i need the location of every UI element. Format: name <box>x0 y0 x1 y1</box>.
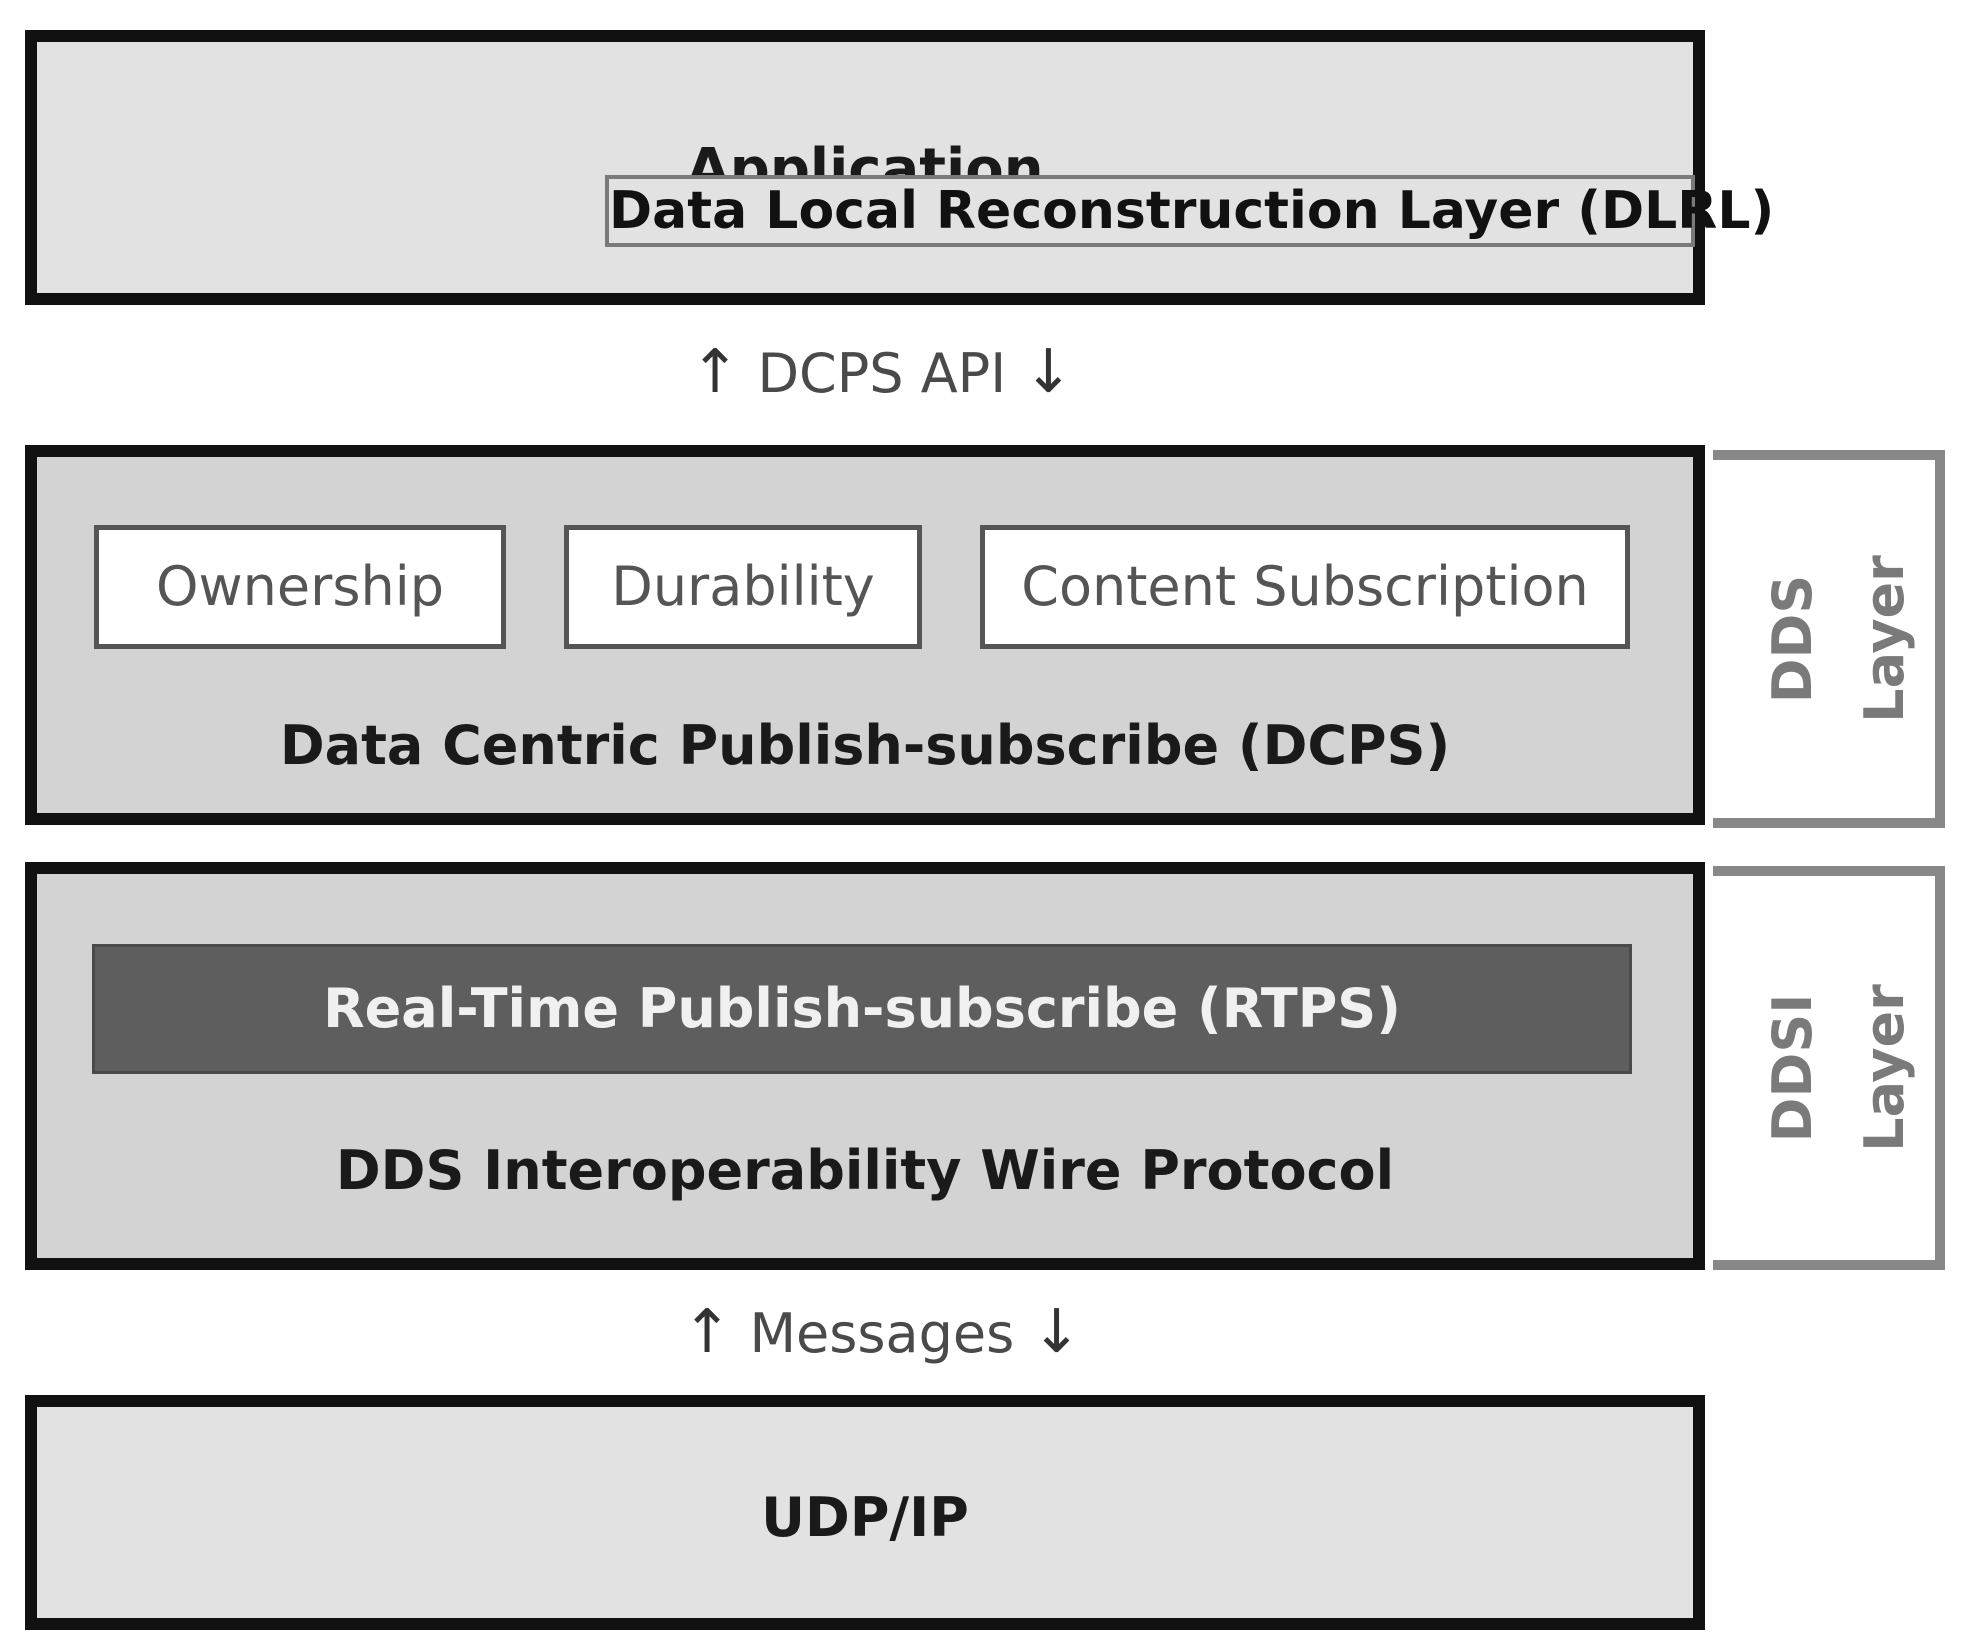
dcps-layer: Ownership Durability Content Subscriptio… <box>25 445 1705 825</box>
application-layer: Application <box>25 30 1705 305</box>
rtps-bar: Real-Time Publish-subscribe (RTPS) <box>92 944 1632 1074</box>
ddsi-side-label-layer: Layer <box>1853 984 1916 1152</box>
dlrl-box: Data Local Reconstruction Layer (DLRL) <box>605 175 1774 247</box>
dcps-api-label: DCPS API <box>757 342 1007 405</box>
dds-layer-bracket: DDS Layer <box>1713 450 1945 828</box>
udp-ip-title: UDP/IP <box>761 1486 969 1549</box>
ddsi-layer: Real-Time Publish-subscribe (RTPS) DDS I… <box>25 862 1705 1270</box>
dds-side-label: DDS <box>1761 574 1824 704</box>
up-arrow-icon: ↑ <box>690 337 741 407</box>
messages-label: Messages <box>749 1302 1015 1365</box>
messages-interface: ↑ Messages ↓ <box>682 1302 1082 1362</box>
ddsi-layer-bracket: DDSI Layer <box>1713 866 1945 1270</box>
ownership-box: Ownership <box>94 525 506 649</box>
udp-ip-layer: UDP/IP <box>25 1395 1705 1630</box>
down-arrow-icon: ↓ <box>1023 337 1074 407</box>
up-arrow-icon: ↑ <box>682 1297 733 1367</box>
ddsi-title: DDS Interoperability Wire Protocol <box>335 1139 1395 1202</box>
ddsi-side-label: DDSI <box>1761 993 1824 1143</box>
content-subscription-box: Content Subscription <box>980 525 1630 649</box>
dcps-api-interface: ↑ DCPS API ↓ <box>690 342 1074 402</box>
dds-side-label-layer: Layer <box>1853 555 1916 723</box>
durability-box: Durability <box>564 525 922 649</box>
dcps-title: Data Centric Publish-subscribe (DCPS) <box>279 714 1451 777</box>
down-arrow-icon: ↓ <box>1031 1297 1082 1367</box>
